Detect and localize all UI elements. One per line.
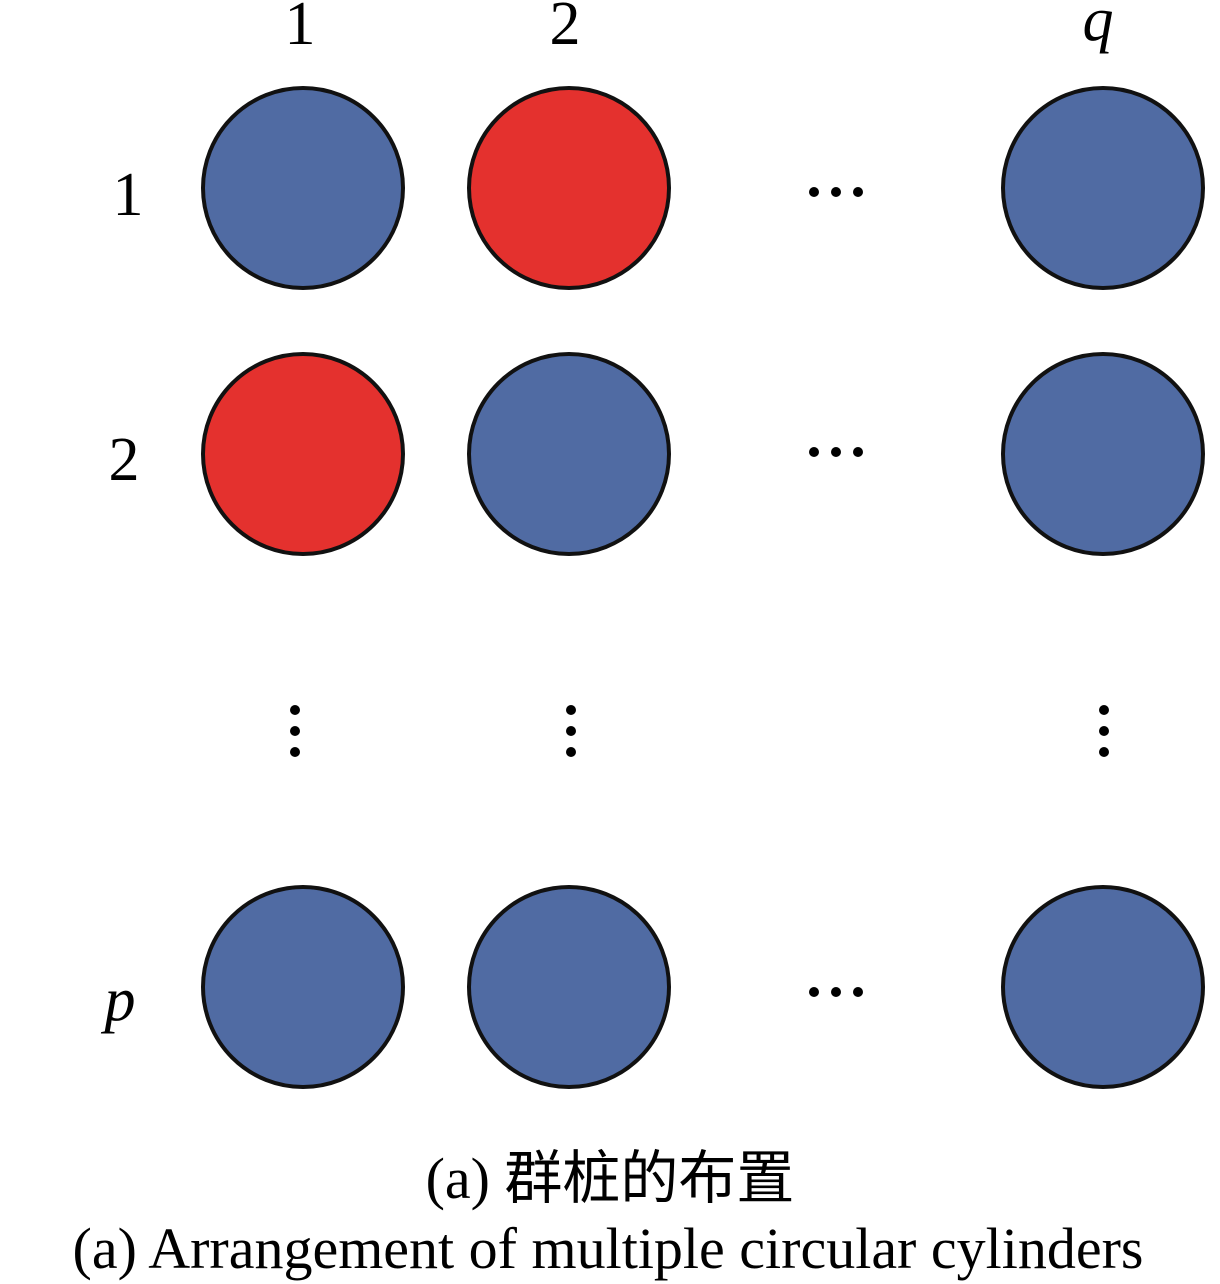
- cylinder-row-2: [201, 352, 1205, 556]
- column-label-q: q: [1083, 0, 1114, 54]
- cylinder-r2-cq: [1001, 352, 1205, 556]
- cylinder-r2-c2: [467, 352, 671, 556]
- cylinder-rp-c2: [467, 885, 671, 1089]
- horizontal-ellipsis-row-p: [809, 987, 863, 997]
- column-label-2: 2: [550, 0, 581, 58]
- cylinder-r1-c2: [467, 86, 671, 290]
- caption-english: (a) Arrangement of multiple circular cyl…: [73, 1216, 1144, 1281]
- vertical-ellipsis-col-2: [566, 705, 576, 757]
- cylinder-r1-cq: [1001, 86, 1205, 290]
- row-label-2: 2: [109, 426, 140, 494]
- cylinder-rp-cq: [1001, 885, 1205, 1089]
- horizontal-ellipsis-row-2: [809, 447, 863, 457]
- cylinder-rp-c1: [201, 885, 405, 1089]
- cylinder-r1-c1: [201, 86, 405, 290]
- horizontal-ellipsis-row-1: [809, 187, 863, 197]
- cylinder-row-p: [201, 885, 1205, 1089]
- row-label-p: p: [101, 966, 136, 1034]
- cylinder-row-1: [201, 86, 1205, 290]
- vertical-ellipsis-col-1: [290, 705, 300, 757]
- vertical-ellipsis-col-q: [1099, 705, 1109, 757]
- column-label-1: 1: [285, 0, 316, 58]
- row-label-1: 1: [113, 161, 144, 229]
- cylinder-r2-c1: [201, 352, 405, 556]
- caption-chinese: (a) 群桩的布置: [426, 1146, 795, 1211]
